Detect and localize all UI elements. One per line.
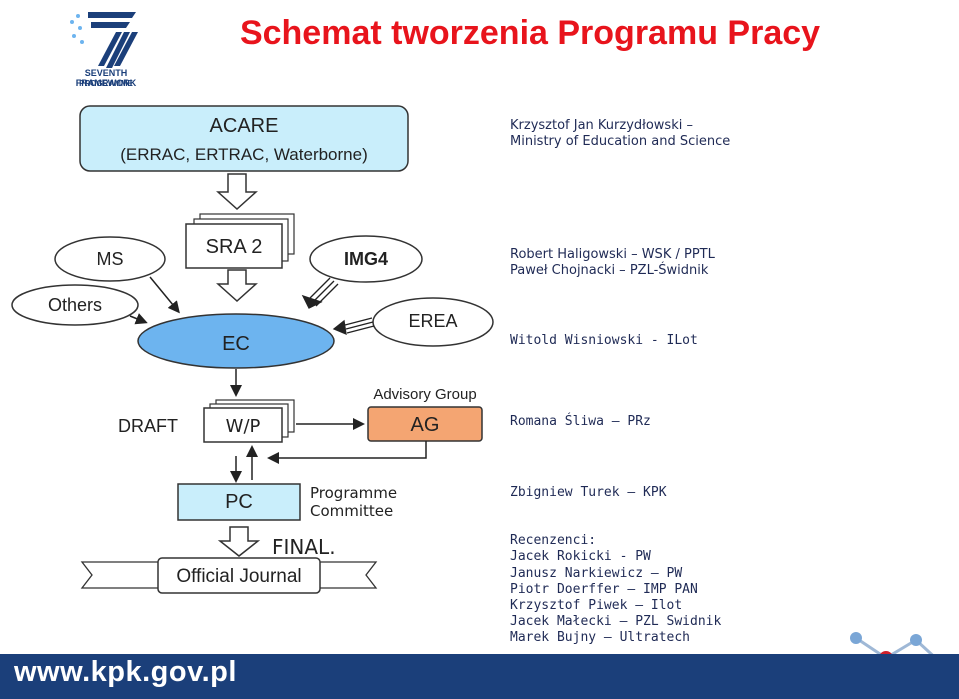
logo-text-line1: SEVENTH FRAMEWORK bbox=[75, 68, 137, 88]
reviewers-title: Recenzenci: bbox=[510, 533, 597, 548]
block-arrow-acare-sra bbox=[216, 173, 258, 211]
draft-label: DRAFT bbox=[118, 416, 178, 436]
acare-label: ACARE bbox=[209, 115, 279, 137]
acare-person-line2: Ministry of Education and Science bbox=[510, 134, 731, 149]
advisory-group-label: Advisory Group bbox=[373, 386, 477, 403]
ec-ellipse bbox=[137, 313, 335, 369]
wp-doc bbox=[203, 407, 283, 443]
programme-committee-label-1: Programme bbox=[310, 484, 398, 502]
sra-doc bbox=[185, 223, 283, 269]
footer-url[interactable]: www.kpk.gov.pl bbox=[14, 656, 237, 688]
page-title: Schemat tworzenia Programu Pracy bbox=[239, 14, 821, 52]
pc-person: Zbigniew Turek – KPK bbox=[510, 485, 667, 500]
official-journal-label: Official Journal bbox=[176, 566, 302, 587]
ms-ellipse bbox=[54, 236, 166, 282]
ag-box bbox=[367, 406, 483, 442]
wp-label: W/P bbox=[225, 416, 261, 437]
acare-person-line1: Krzysztof Jan Kurzydłowski – bbox=[510, 118, 693, 133]
ag-label: AG bbox=[410, 414, 440, 436]
others-label: Others bbox=[47, 295, 103, 315]
reviewer-2: Janusz Narkiewicz – PW bbox=[510, 566, 683, 581]
img4-ellipse bbox=[309, 235, 423, 283]
oj-banner-right bbox=[317, 561, 378, 589]
arrow-others-ec bbox=[129, 313, 148, 325]
erea-label: EREA bbox=[408, 311, 458, 331]
fp7-logo bbox=[58, 6, 154, 92]
pc-label: PC bbox=[225, 491, 253, 513]
arrow-erea-ec bbox=[332, 317, 375, 336]
reviewer-5: Jacek Małecki – PZL Swidnik bbox=[510, 614, 722, 629]
reviewer-6: Marek Bujny – Ultratech bbox=[510, 630, 691, 645]
arrow-ms-ec bbox=[149, 276, 180, 314]
pc-box bbox=[177, 483, 301, 521]
sra-label: SRA 2 bbox=[205, 236, 263, 258]
arrow-img4-ec bbox=[301, 277, 339, 309]
ms-label: MS bbox=[96, 249, 124, 269]
ag-person: Romana Śliwa – PRz bbox=[510, 414, 651, 429]
reviewer-3: Piotr Doerffer – IMP PAN bbox=[510, 582, 698, 597]
img4-person-line2: Paweł Chojnacki – PZL-Świdnik bbox=[510, 263, 709, 278]
logo-text-line2: PROGRAMME bbox=[79, 79, 133, 88]
img4-person-line1: Robert Haligowski – WSK / PPTL bbox=[510, 247, 715, 262]
arrow-ag-wp bbox=[267, 441, 427, 464]
ec-label: EC bbox=[222, 333, 250, 355]
reviewer-4: Krzysztof Piwek – Ilot bbox=[510, 598, 683, 613]
final-label: FINAL. bbox=[272, 535, 336, 559]
img4-label: IMG4 bbox=[343, 249, 388, 269]
acare-box bbox=[79, 105, 409, 172]
programme-committee-label-2: Committee bbox=[310, 502, 394, 520]
block-arrow-sra-ec bbox=[216, 269, 258, 303]
block-arrow-pc-oj bbox=[217, 526, 261, 557]
fp7-seven-icon bbox=[70, 12, 138, 68]
oj-banner bbox=[157, 557, 321, 594]
acare-sub-label: (ERRAC, ERTRAC, Waterborne) bbox=[120, 145, 368, 164]
oj-banner-left bbox=[80, 561, 163, 589]
footer-bar bbox=[0, 654, 959, 699]
others-ellipse bbox=[11, 284, 139, 326]
reviewer-1: Jacek Rokicki - PW bbox=[510, 549, 651, 564]
erea-person: Witold Wisniowski - ILot bbox=[510, 333, 698, 348]
